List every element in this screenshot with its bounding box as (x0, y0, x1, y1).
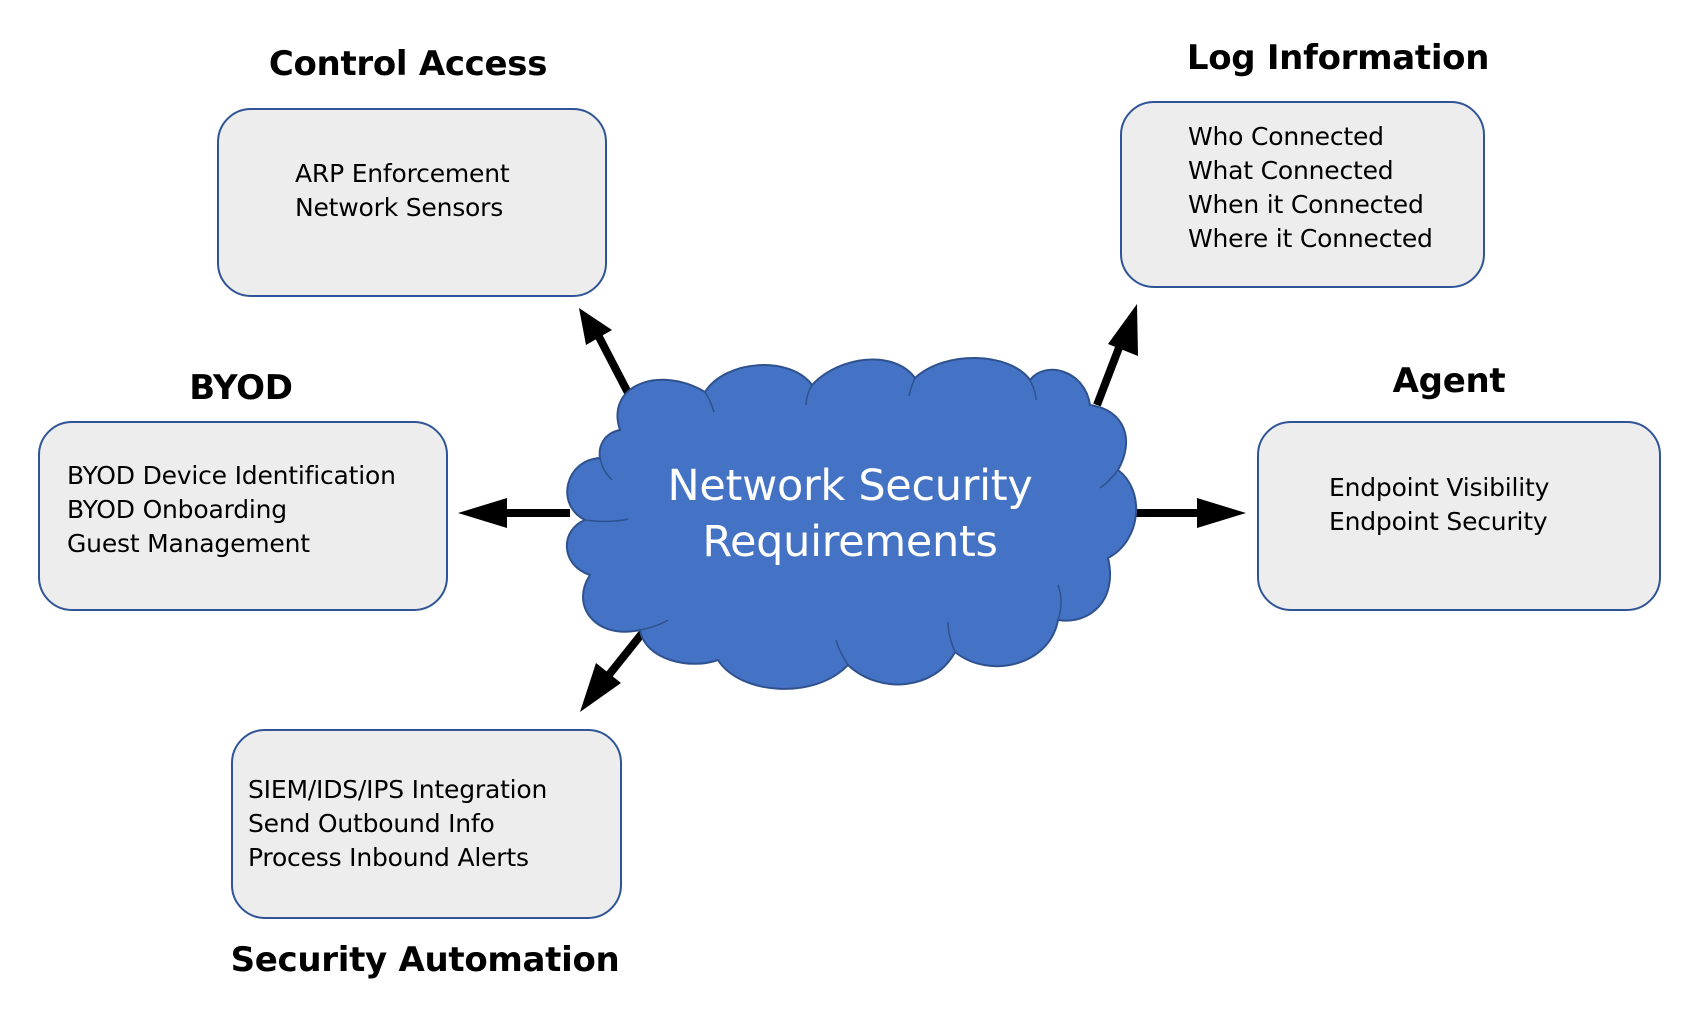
node-title-control-access: Control Access (268, 44, 548, 84)
node-title-agent: Agent (1392, 361, 1506, 401)
node-item: Process Inbound Alerts (248, 843, 529, 872)
node-item: BYOD Onboarding (67, 495, 287, 524)
node-title-security-automation: Security Automation (230, 940, 620, 980)
node-title-byod: BYOD (189, 368, 293, 408)
node-box-security-automation: SIEM/IDS/IPS Integration Send Outbound I… (231, 729, 622, 919)
node-items-agent: Endpoint Visibility Endpoint Security (1329, 471, 1549, 539)
node-item: ARP Enforcement (295, 159, 510, 188)
arrow-to-agent (1135, 498, 1246, 528)
node-item: BYOD Device Identification (67, 461, 396, 490)
node-item: Send Outbound Info (248, 809, 495, 838)
node-item: Network Sensors (295, 193, 504, 222)
node-item: When it Connected (1188, 190, 1424, 219)
node-box-control-access: ARP Enforcement Network Sensors (217, 108, 607, 297)
arrow-to-log-information (1093, 304, 1138, 407)
node-box-agent: Endpoint Visibility Endpoint Security (1257, 421, 1661, 611)
arrow-to-security-automation (580, 623, 652, 712)
node-items-control-access: ARP Enforcement Network Sensors (295, 157, 510, 225)
node-item: Guest Management (67, 529, 310, 558)
node-box-log-information: Who Connected What Connected When it Con… (1120, 101, 1485, 288)
center-cloud-line-1: Network Security (667, 461, 1033, 511)
node-item: SIEM/IDS/IPS Integration (248, 775, 548, 804)
node-items-log-information: Who Connected What Connected When it Con… (1188, 120, 1433, 256)
node-title-log-information: Log Information (1186, 38, 1490, 78)
node-item: Endpoint Security (1329, 507, 1548, 536)
arrow-to-byod (458, 498, 570, 528)
cloud-shape (565, 357, 1138, 690)
node-items-byod: BYOD Device Identification BYOD Onboardi… (67, 459, 396, 561)
node-items-security-automation: SIEM/IDS/IPS Integration Send Outbound I… (248, 773, 547, 875)
center-cloud-line-2: Requirements (702, 517, 998, 567)
node-box-byod: BYOD Device Identification BYOD Onboardi… (38, 421, 448, 611)
node-item: What Connected (1188, 156, 1394, 185)
center-cloud-label: Network Security Requirements (668, 458, 1033, 570)
node-item: Endpoint Visibility (1329, 473, 1550, 502)
node-item: Where it Connected (1188, 224, 1433, 253)
node-item: Who Connected (1188, 122, 1384, 151)
